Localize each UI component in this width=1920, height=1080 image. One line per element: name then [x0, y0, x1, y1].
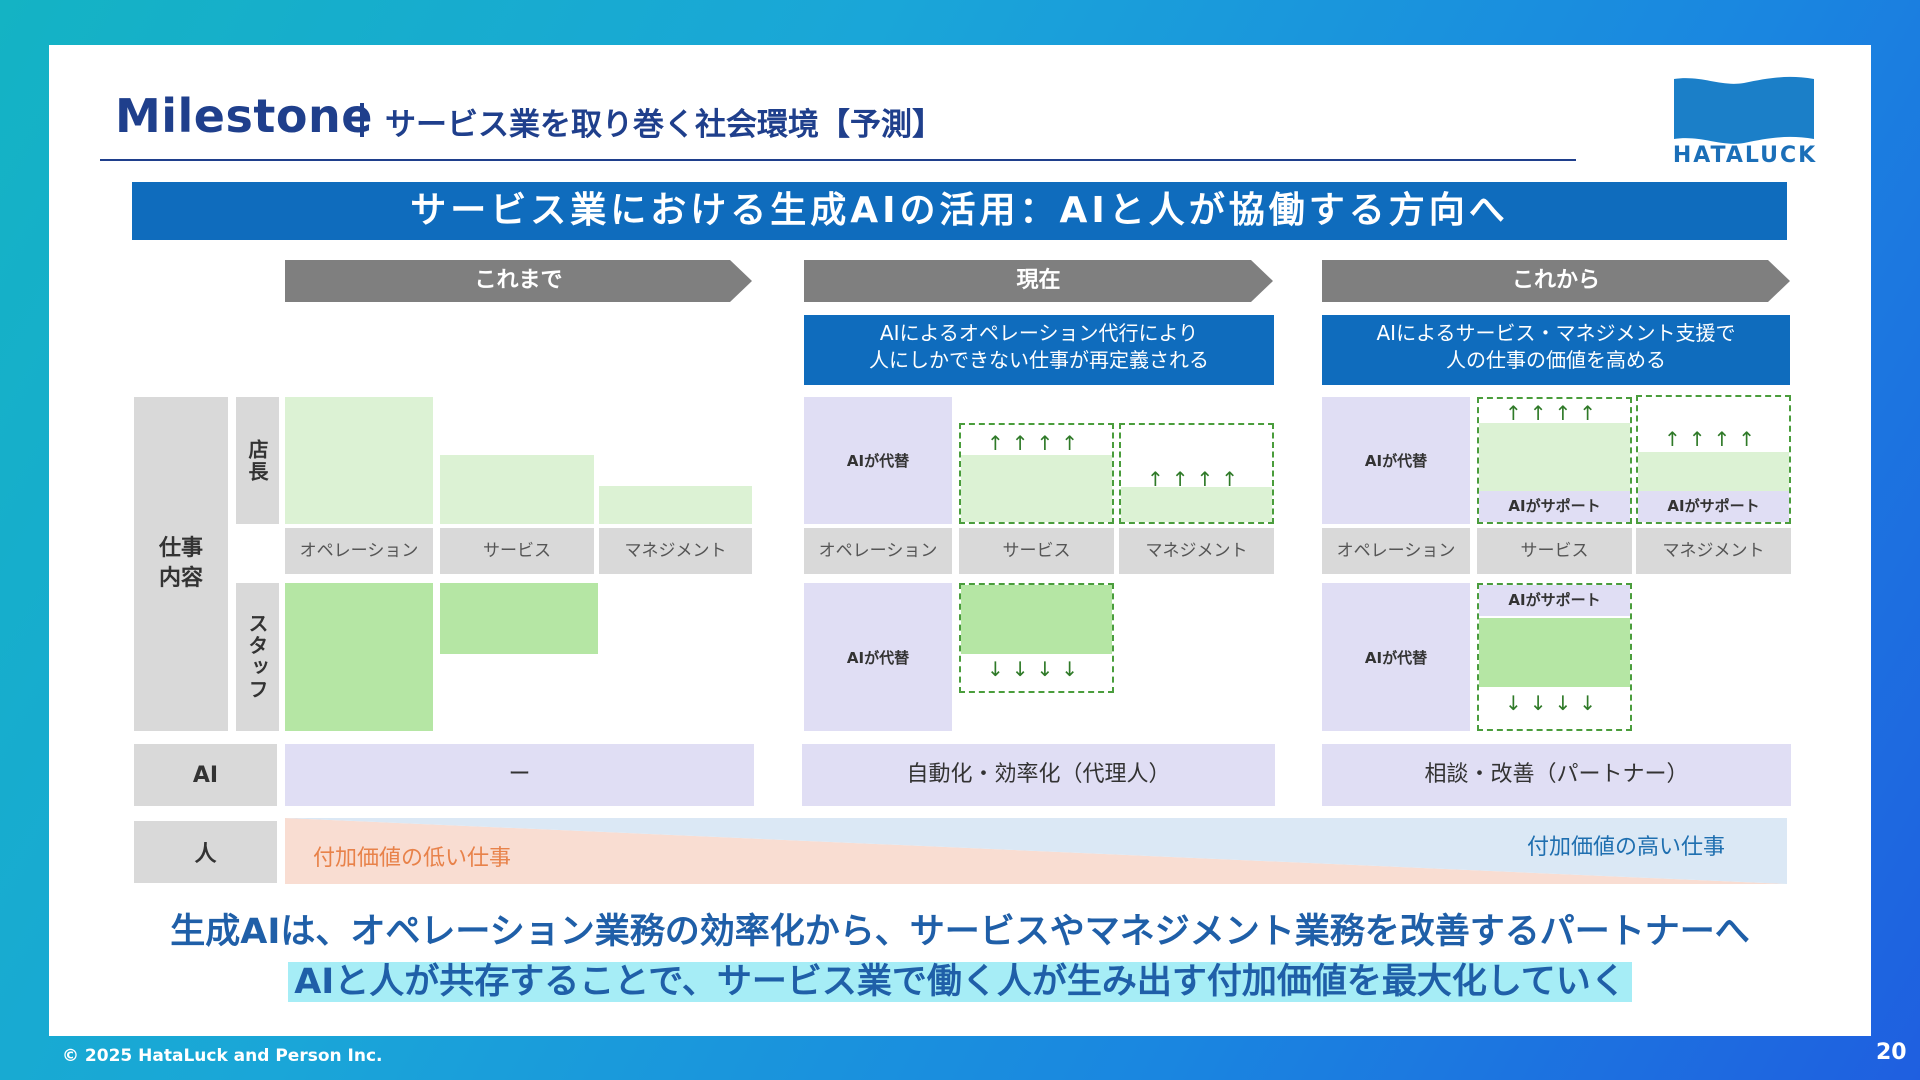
present-staff-service-box: ↓↓↓↓ [959, 583, 1114, 693]
present-manager-service-fill [961, 455, 1112, 522]
present-category-management: マネジメント [1119, 528, 1274, 574]
future-description-line1: AIによるサービス・マネジメント支援で [1376, 321, 1736, 345]
future-description: AIによるサービス・マネジメント支援で 人の仕事の価値を高める [1322, 315, 1790, 385]
page-title: Milestone [115, 89, 373, 143]
arrows-down-icon: ↓↓↓↓ [1504, 691, 1605, 715]
future-manager-management-box: ↑↑↑↑ AIがサポート [1636, 395, 1791, 524]
arrows-up-icon: ↑↑↑↑ [1663, 427, 1764, 451]
phase-present: 現在 [804, 260, 1273, 302]
present-description-line2: 人にしかできない仕事が再定義される [869, 348, 1209, 372]
conclusion-line2: AIと人が共存することで、サービス業で働く人が生み出す付加価値を最大化していく [288, 962, 1632, 1002]
main-banner: サービス業における生成AIの活用：AIと人が協働する方向へ [132, 182, 1787, 240]
phase-future: これから [1322, 260, 1790, 302]
work-content-text: 仕事内容 [158, 536, 203, 591]
ai-row-future: 相談・改善（パートナー） [1322, 744, 1791, 806]
value-gradient-wedges [285, 818, 1787, 884]
future-category-management: マネジメント [1636, 528, 1791, 574]
future-staff-service-box: AIがサポート ↓↓↓↓ [1477, 583, 1632, 731]
present-manager-management-box: ↑↑↑↑ [1119, 423, 1274, 524]
conclusion-line1: 生成AIは、オペレーション業務の効率化から、サービスやマネジメント業務を改善する… [170, 912, 1750, 952]
present-category-service: サービス [959, 528, 1114, 574]
high-value-work-label: 付加価値の高い仕事 [1527, 835, 1726, 860]
future-manager-service-fill [1479, 423, 1630, 491]
ai-row-label: AI [134, 744, 277, 806]
future-staff-ai-replace: AIが代替 [1322, 583, 1470, 731]
past-category-management: マネジメント [599, 528, 752, 574]
page-number: 20 [1876, 1040, 1907, 1065]
slide: Milestone サービス業を取り巻く社会環境【予測】 HATALUCK サー… [49, 45, 1871, 1036]
present-manager-management-fill [1121, 487, 1272, 522]
future-manager-management-ai-support: AIがサポート [1638, 491, 1789, 522]
present-staff-service-fill [961, 585, 1112, 654]
phase-past: これまで [285, 260, 752, 302]
present-manager-service-box: ↑↑↑↑ [959, 423, 1114, 524]
future-manager-service-box: ↑↑↑↑ AIがサポート [1477, 397, 1632, 524]
arrows-up-icon: ↑↑↑↑ [986, 431, 1087, 455]
page-subtitle: サービス業を取り巻く社会環境【予測】 [385, 107, 943, 143]
logo-text: HATALUCK [1672, 143, 1818, 168]
past-category-operation: オペレーション [285, 528, 433, 574]
present-staff-ai-replace: AIが代替 [804, 583, 952, 731]
future-manager-ai-replace: AIが代替 [1322, 397, 1470, 524]
future-manager-service-ai-support: AIがサポート [1479, 491, 1630, 522]
future-manager-management-fill [1638, 452, 1789, 491]
copyright: © 2025 HataLuck and Person Inc. [62, 1046, 383, 1066]
arrows-down-icon: ↓↓↓↓ [986, 657, 1087, 681]
present-manager-ai-replace: AIが代替 [804, 397, 952, 524]
low-value-work-label: 付加価値の低い仕事 [313, 846, 512, 871]
ai-row-past: ー [285, 744, 754, 806]
work-content-label: 仕事内容 [134, 397, 228, 731]
future-staff-service-fill [1479, 618, 1630, 687]
future-category-service: サービス [1477, 528, 1632, 574]
past-staff-service-block [440, 583, 598, 654]
arrows-up-icon: ↑↑↑↑ [1504, 401, 1605, 425]
conclusion-line2-wrap: AIと人が共存することで、サービス業で働く人が生み出す付加価値を最大化していく [49, 953, 1871, 1004]
future-category-operation: オペレーション [1322, 528, 1470, 574]
present-description-line1: AIによるオペレーション代行により [879, 321, 1199, 345]
past-category-service: サービス [440, 528, 594, 574]
past-manager-operation-block [285, 397, 433, 524]
manager-label: 店長 [236, 397, 279, 524]
past-manager-service-block [440, 455, 594, 524]
future-staff-service-ai-support: AIがサポート [1479, 585, 1630, 616]
future-description-line2: 人の仕事の価値を高める [1446, 348, 1666, 372]
staff-label: スタッフ [236, 583, 279, 731]
title-underline [100, 159, 1576, 161]
past-manager-management-block [599, 486, 752, 524]
ai-row-present: 自動化・効率化（代理人） [802, 744, 1275, 806]
staff-text: スタッフ [245, 613, 269, 701]
past-staff-operation-block [285, 583, 433, 731]
title-separator [360, 103, 364, 137]
present-category-operation: オペレーション [804, 528, 952, 574]
hataluck-logo-flag-icon [1674, 76, 1814, 144]
manager-text: 店長 [245, 438, 269, 483]
human-row-label: 人 [134, 821, 277, 883]
present-description: AIによるオペレーション代行により 人にしかできない仕事が再定義される [804, 315, 1274, 385]
